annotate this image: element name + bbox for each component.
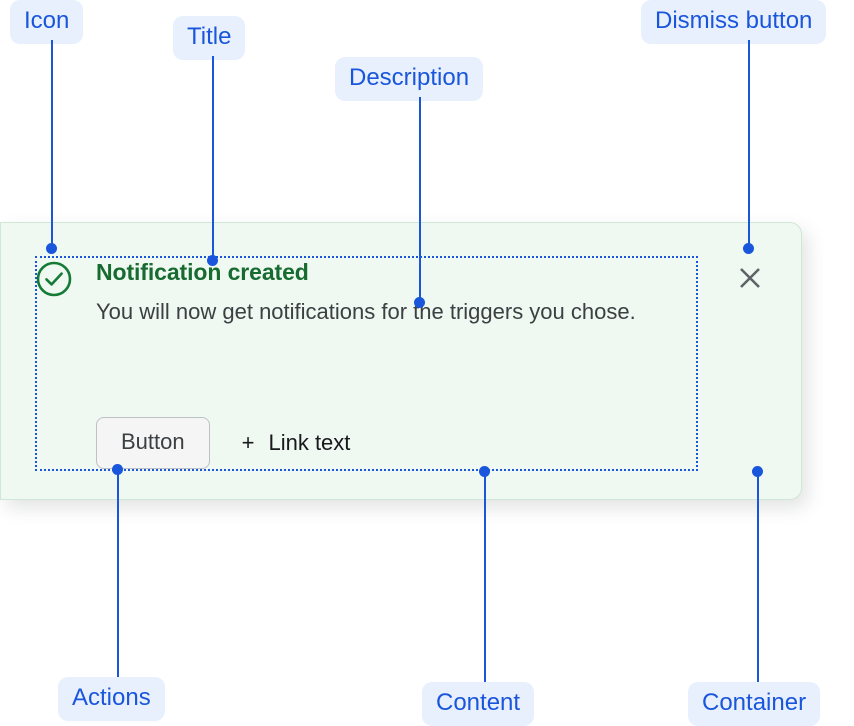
annotation-leader-content	[484, 472, 486, 682]
annotation-label-actions: Actions	[58, 677, 165, 721]
notification-actions: Button + Link text	[96, 417, 350, 469]
annotation-leader-icon	[51, 40, 53, 248]
action-link[interactable]: + Link text	[242, 430, 351, 456]
annotation-leader-actions	[117, 469, 119, 677]
annotation-label-title: Title	[173, 16, 246, 60]
action-link-label: Link text	[268, 430, 351, 455]
close-icon	[736, 264, 764, 295]
plus-icon: +	[241, 430, 255, 455]
action-button[interactable]: Button	[96, 417, 210, 469]
annotation-label-container: Container	[688, 682, 821, 726]
notification-container: Notification created You will now get no…	[0, 222, 802, 500]
annotation-label-icon: Icon	[10, 0, 84, 44]
annotation-label-description: Description	[335, 57, 484, 101]
annotation-label-content: Content	[422, 682, 535, 726]
content-region-outline	[35, 256, 698, 471]
annotation-label-dismiss-button: Dismiss button	[641, 0, 827, 44]
dismiss-button[interactable]	[734, 263, 766, 295]
notification-title: Notification created	[96, 259, 309, 285]
annotation-leader-container	[757, 472, 759, 682]
notification-body: Notification created You will now get no…	[96, 259, 691, 327]
annotation-leader-dismiss-button	[748, 40, 750, 248]
check-circle-icon	[35, 260, 73, 298]
notification-description: You will now get notifications for the t…	[96, 299, 636, 325]
